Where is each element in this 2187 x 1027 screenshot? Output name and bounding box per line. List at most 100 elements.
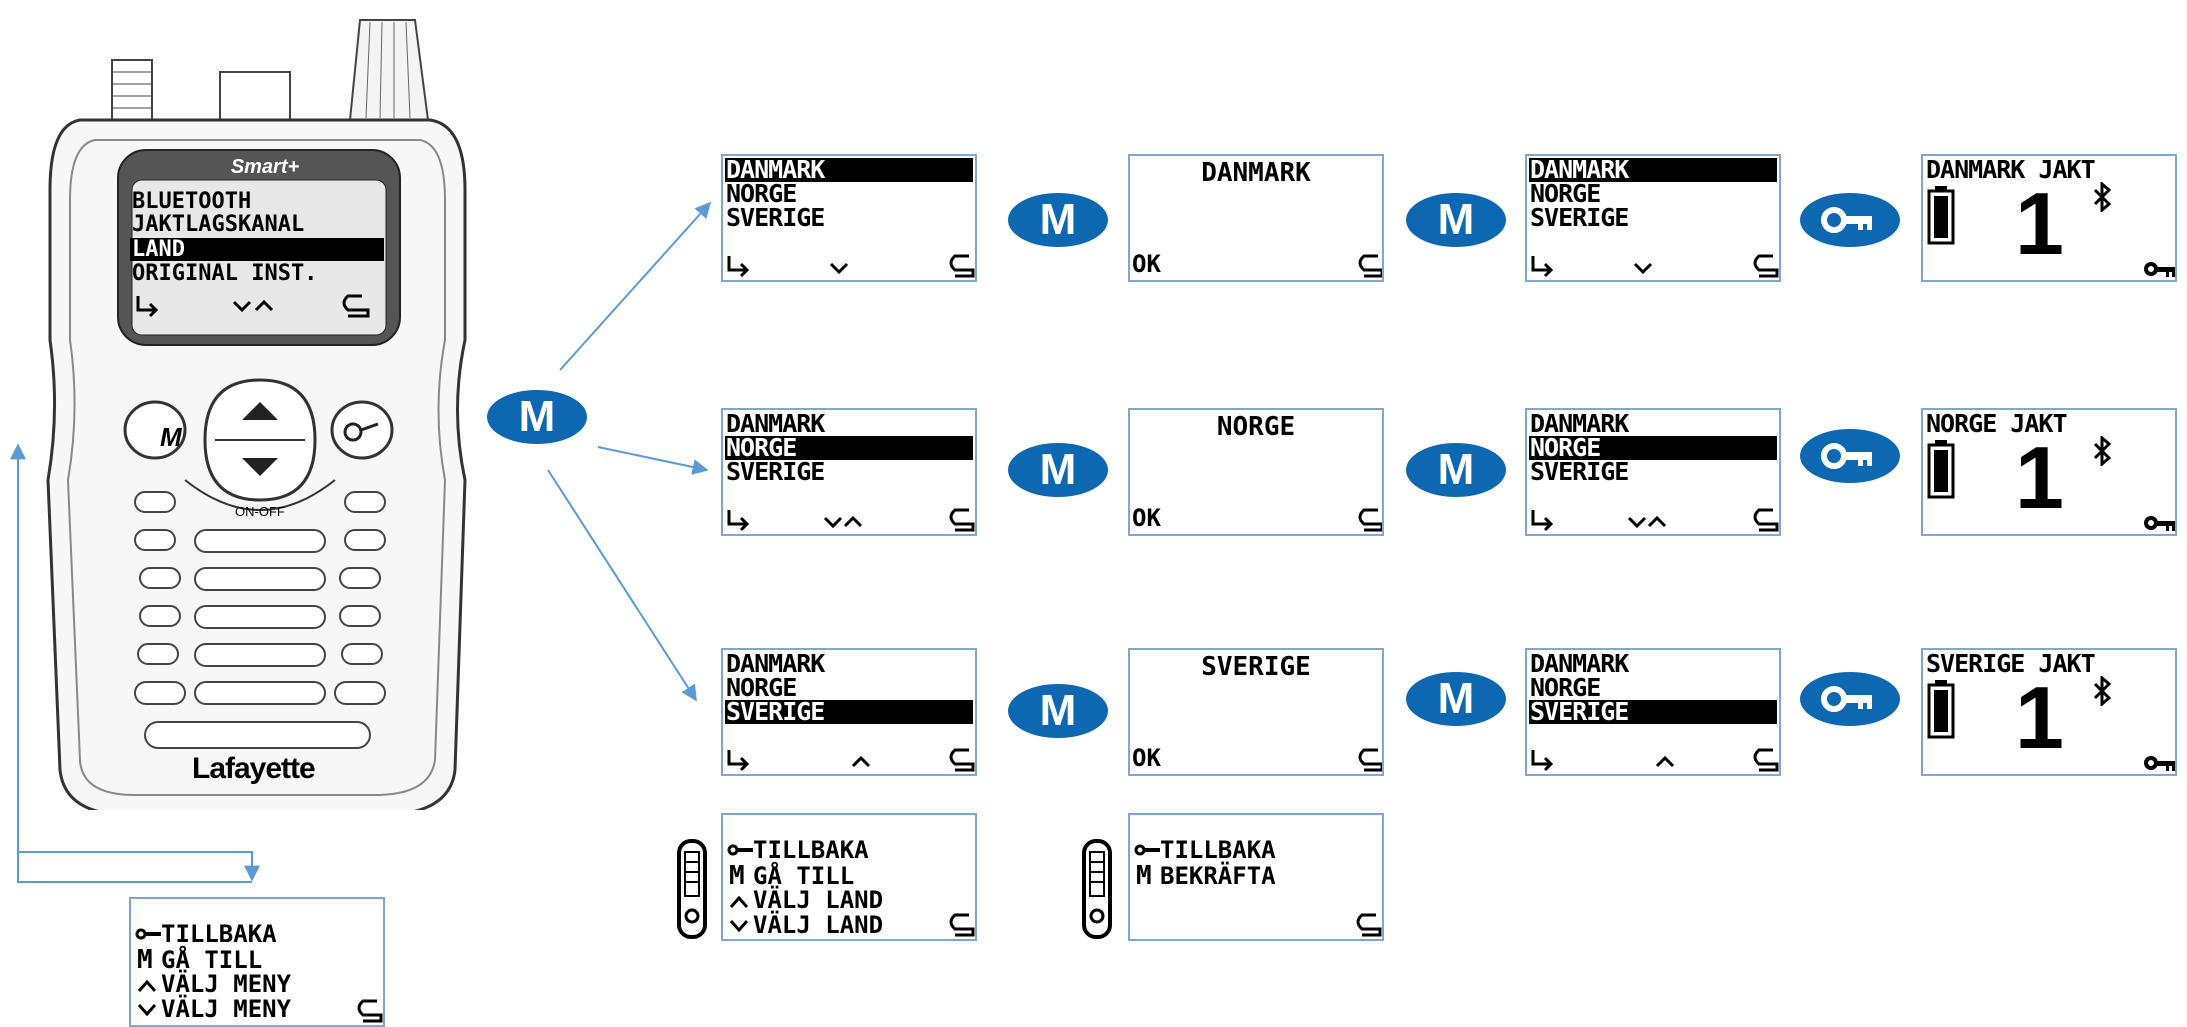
option-norge: NORGE bbox=[726, 179, 797, 208]
device-screen-item-bluetooth: BLUETOOTH bbox=[132, 189, 252, 214]
help-confirm-label: BEKRÄFTA bbox=[1160, 862, 1276, 890]
screen-confirm-norge: NORGE OK bbox=[1128, 408, 1384, 536]
m-button-row1-a[interactable]: M bbox=[1008, 193, 1108, 247]
help-screen-land: TILLBAKA M GÅ TILL VÄLJ LAND VÄLJ LAND bbox=[721, 813, 977, 941]
key-icon bbox=[1821, 207, 1872, 233]
option-danmark: DANMARK bbox=[726, 409, 825, 438]
screen-select-danmark: DANMARK NORGE SVERIGE bbox=[721, 154, 977, 282]
option-sverige: SVERIGE bbox=[726, 457, 825, 486]
option-norge: NORGE bbox=[725, 435, 973, 460]
help-back-label: TILLBAKA bbox=[1160, 836, 1276, 864]
back-icon bbox=[1356, 913, 1382, 937]
channel-number: 1 bbox=[2015, 428, 2064, 527]
option-norge: NORGE bbox=[1530, 179, 1601, 208]
help-up-label: VÄLJ LAND bbox=[753, 886, 884, 914]
softkey-bar bbox=[727, 508, 975, 532]
screen-confirm-danmark: DANMARK OK bbox=[1128, 154, 1384, 282]
radio-device: Smart+ BLUETOOTH JAKTLAGSKANAL LAND ORIG… bbox=[20, 10, 480, 817]
ok-label: OK bbox=[1132, 250, 1161, 278]
option-sverige: SVERIGE bbox=[1529, 699, 1777, 724]
confirm-title: SVERIGE bbox=[1201, 652, 1311, 682]
device-mini-icon bbox=[1082, 839, 1112, 939]
m-button-row1-b[interactable]: M bbox=[1406, 193, 1506, 247]
help-up-label: VÄLJ MENY bbox=[161, 970, 292, 998]
screen-select-norge: DANMARK NORGE SVERIGE bbox=[721, 408, 977, 536]
option-danmark: DANMARK bbox=[1529, 157, 1777, 182]
result-line: NORGE JAKT bbox=[1926, 409, 2068, 438]
result-line: SVERIGE JAKT bbox=[1926, 649, 2096, 678]
key-icon bbox=[135, 928, 161, 940]
up-arrow-icon bbox=[137, 979, 157, 992]
option-danmark: DANMARK bbox=[725, 157, 973, 182]
battery-icon bbox=[1927, 680, 1955, 739]
key-icon bbox=[1821, 686, 1872, 712]
down-arrow-icon bbox=[729, 920, 749, 933]
battery-icon bbox=[1927, 440, 1955, 499]
bluetooth-icon bbox=[2093, 676, 2112, 706]
channel-number: 1 bbox=[2015, 174, 2064, 273]
device-screen-item-original-inst: ORIGINAL INST. bbox=[132, 261, 318, 286]
device-screen-item-land: LAND bbox=[130, 238, 384, 261]
device-screen-softkeys bbox=[136, 294, 370, 318]
screen-select-norge-2: DANMARK NORGE SVERIGE bbox=[1525, 408, 1781, 536]
key-lock-icon bbox=[2144, 756, 2175, 771]
m-button-row3-b[interactable]: M bbox=[1406, 672, 1506, 726]
bluetooth-icon bbox=[2093, 182, 2112, 212]
option-sverige: SVERIGE bbox=[726, 203, 825, 232]
back-icon bbox=[1358, 748, 1382, 772]
device-mini-icon bbox=[677, 839, 707, 939]
option-sverige: SVERIGE bbox=[725, 699, 973, 724]
device-on-off-label: ON-OFF bbox=[235, 504, 285, 519]
ok-label: OK bbox=[1132, 744, 1161, 772]
device-brand-badge: Smart+ bbox=[230, 156, 300, 178]
key-icon bbox=[727, 844, 753, 856]
key-button-row1[interactable] bbox=[1800, 193, 1900, 247]
help-m-symbol: M bbox=[137, 945, 153, 975]
m-button-row2-a[interactable]: M bbox=[1008, 443, 1108, 497]
help-down-label: VÄLJ LAND bbox=[753, 911, 884, 939]
softkey-bar bbox=[727, 748, 975, 772]
option-norge: NORGE bbox=[1530, 673, 1601, 702]
help-back-label: TILLBAKA bbox=[161, 920, 277, 948]
key-lock-icon bbox=[2144, 516, 2175, 531]
m-button-row2-b[interactable]: M bbox=[1406, 443, 1506, 497]
option-norge: NORGE bbox=[1529, 435, 1777, 460]
down-arrow-icon bbox=[137, 1004, 157, 1017]
help-goto-label: GÅ TILL bbox=[161, 946, 263, 974]
channel-number: 1 bbox=[2015, 668, 2064, 767]
help-back-label: TILLBAKA bbox=[753, 836, 869, 864]
result-line: DANMARK JAKT bbox=[1926, 155, 2096, 184]
screen-select-sverige-2: DANMARK NORGE SVERIGE bbox=[1525, 648, 1781, 776]
key-icon bbox=[1134, 844, 1160, 856]
m-button-main[interactable]: M bbox=[487, 390, 587, 444]
screen-select-sverige: DANMARK NORGE SVERIGE bbox=[721, 648, 977, 776]
key-button-row2[interactable] bbox=[1800, 429, 1900, 483]
screen-result-norge: NORGE JAKT 1 bbox=[1921, 408, 2177, 536]
option-norge: NORGE bbox=[726, 673, 797, 702]
confirm-title: DANMARK bbox=[1201, 158, 1311, 188]
softkey-bar bbox=[1531, 748, 1779, 772]
screen-confirm-sverige: SVERIGE OK bbox=[1128, 648, 1384, 776]
key-button-row3[interactable] bbox=[1800, 672, 1900, 726]
option-danmark: DANMARK bbox=[1530, 409, 1629, 438]
key-lock-icon bbox=[2144, 262, 2175, 277]
screen-select-danmark-2: DANMARK NORGE SVERIGE bbox=[1525, 154, 1781, 282]
option-sverige: SVERIGE bbox=[1530, 203, 1629, 232]
softkey-bar bbox=[1531, 508, 1779, 532]
help-goto-label: GÅ TILL bbox=[753, 862, 855, 890]
softkey-bar bbox=[727, 254, 975, 278]
screen-result-sverige: SVERIGE JAKT 1 bbox=[1921, 648, 2177, 776]
softkey-bar bbox=[1531, 254, 1779, 278]
m-button-row3-a[interactable]: M bbox=[1008, 684, 1108, 738]
back-icon bbox=[1358, 508, 1382, 532]
battery-icon bbox=[1927, 186, 1955, 245]
screen-result-danmark: DANMARK JAKT 1 bbox=[1921, 154, 2177, 282]
ok-label: OK bbox=[1132, 504, 1161, 532]
up-arrow-icon bbox=[729, 895, 749, 908]
option-danmark: DANMARK bbox=[1530, 649, 1629, 678]
bluetooth-icon bbox=[2093, 436, 2112, 466]
help-down-label: VÄLJ MENY bbox=[161, 995, 292, 1023]
back-icon bbox=[1358, 254, 1382, 278]
key-icon bbox=[1821, 443, 1872, 469]
